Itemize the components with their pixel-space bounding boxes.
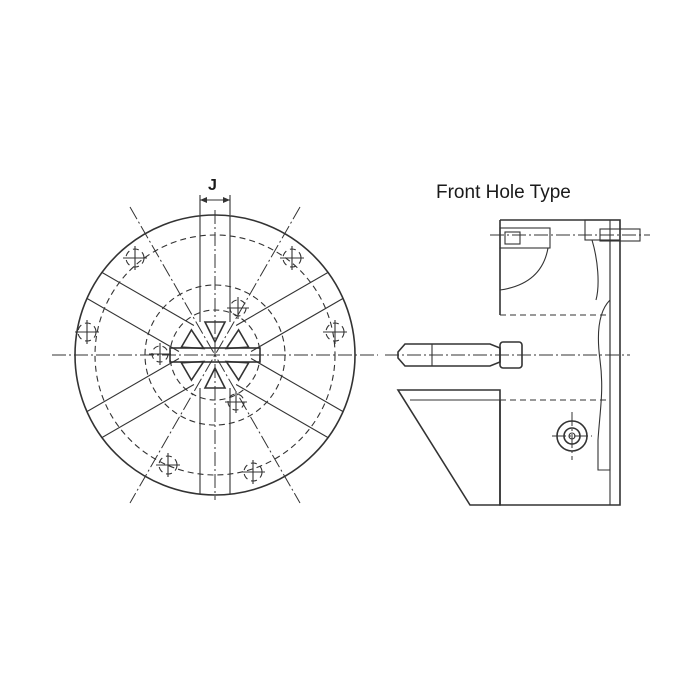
side-bolt-hole	[552, 412, 592, 460]
front-view-title: Front Hole Type	[436, 182, 571, 203]
dimension-j: J	[199, 177, 231, 215]
jaw-slots	[77, 215, 353, 495]
dimension-j-label: J	[208, 177, 217, 194]
mounting-holes	[75, 246, 347, 484]
chuck-face-view: J	[52, 177, 378, 504]
front-hole-section-view	[385, 219, 650, 506]
face-center-lines	[52, 206, 378, 504]
